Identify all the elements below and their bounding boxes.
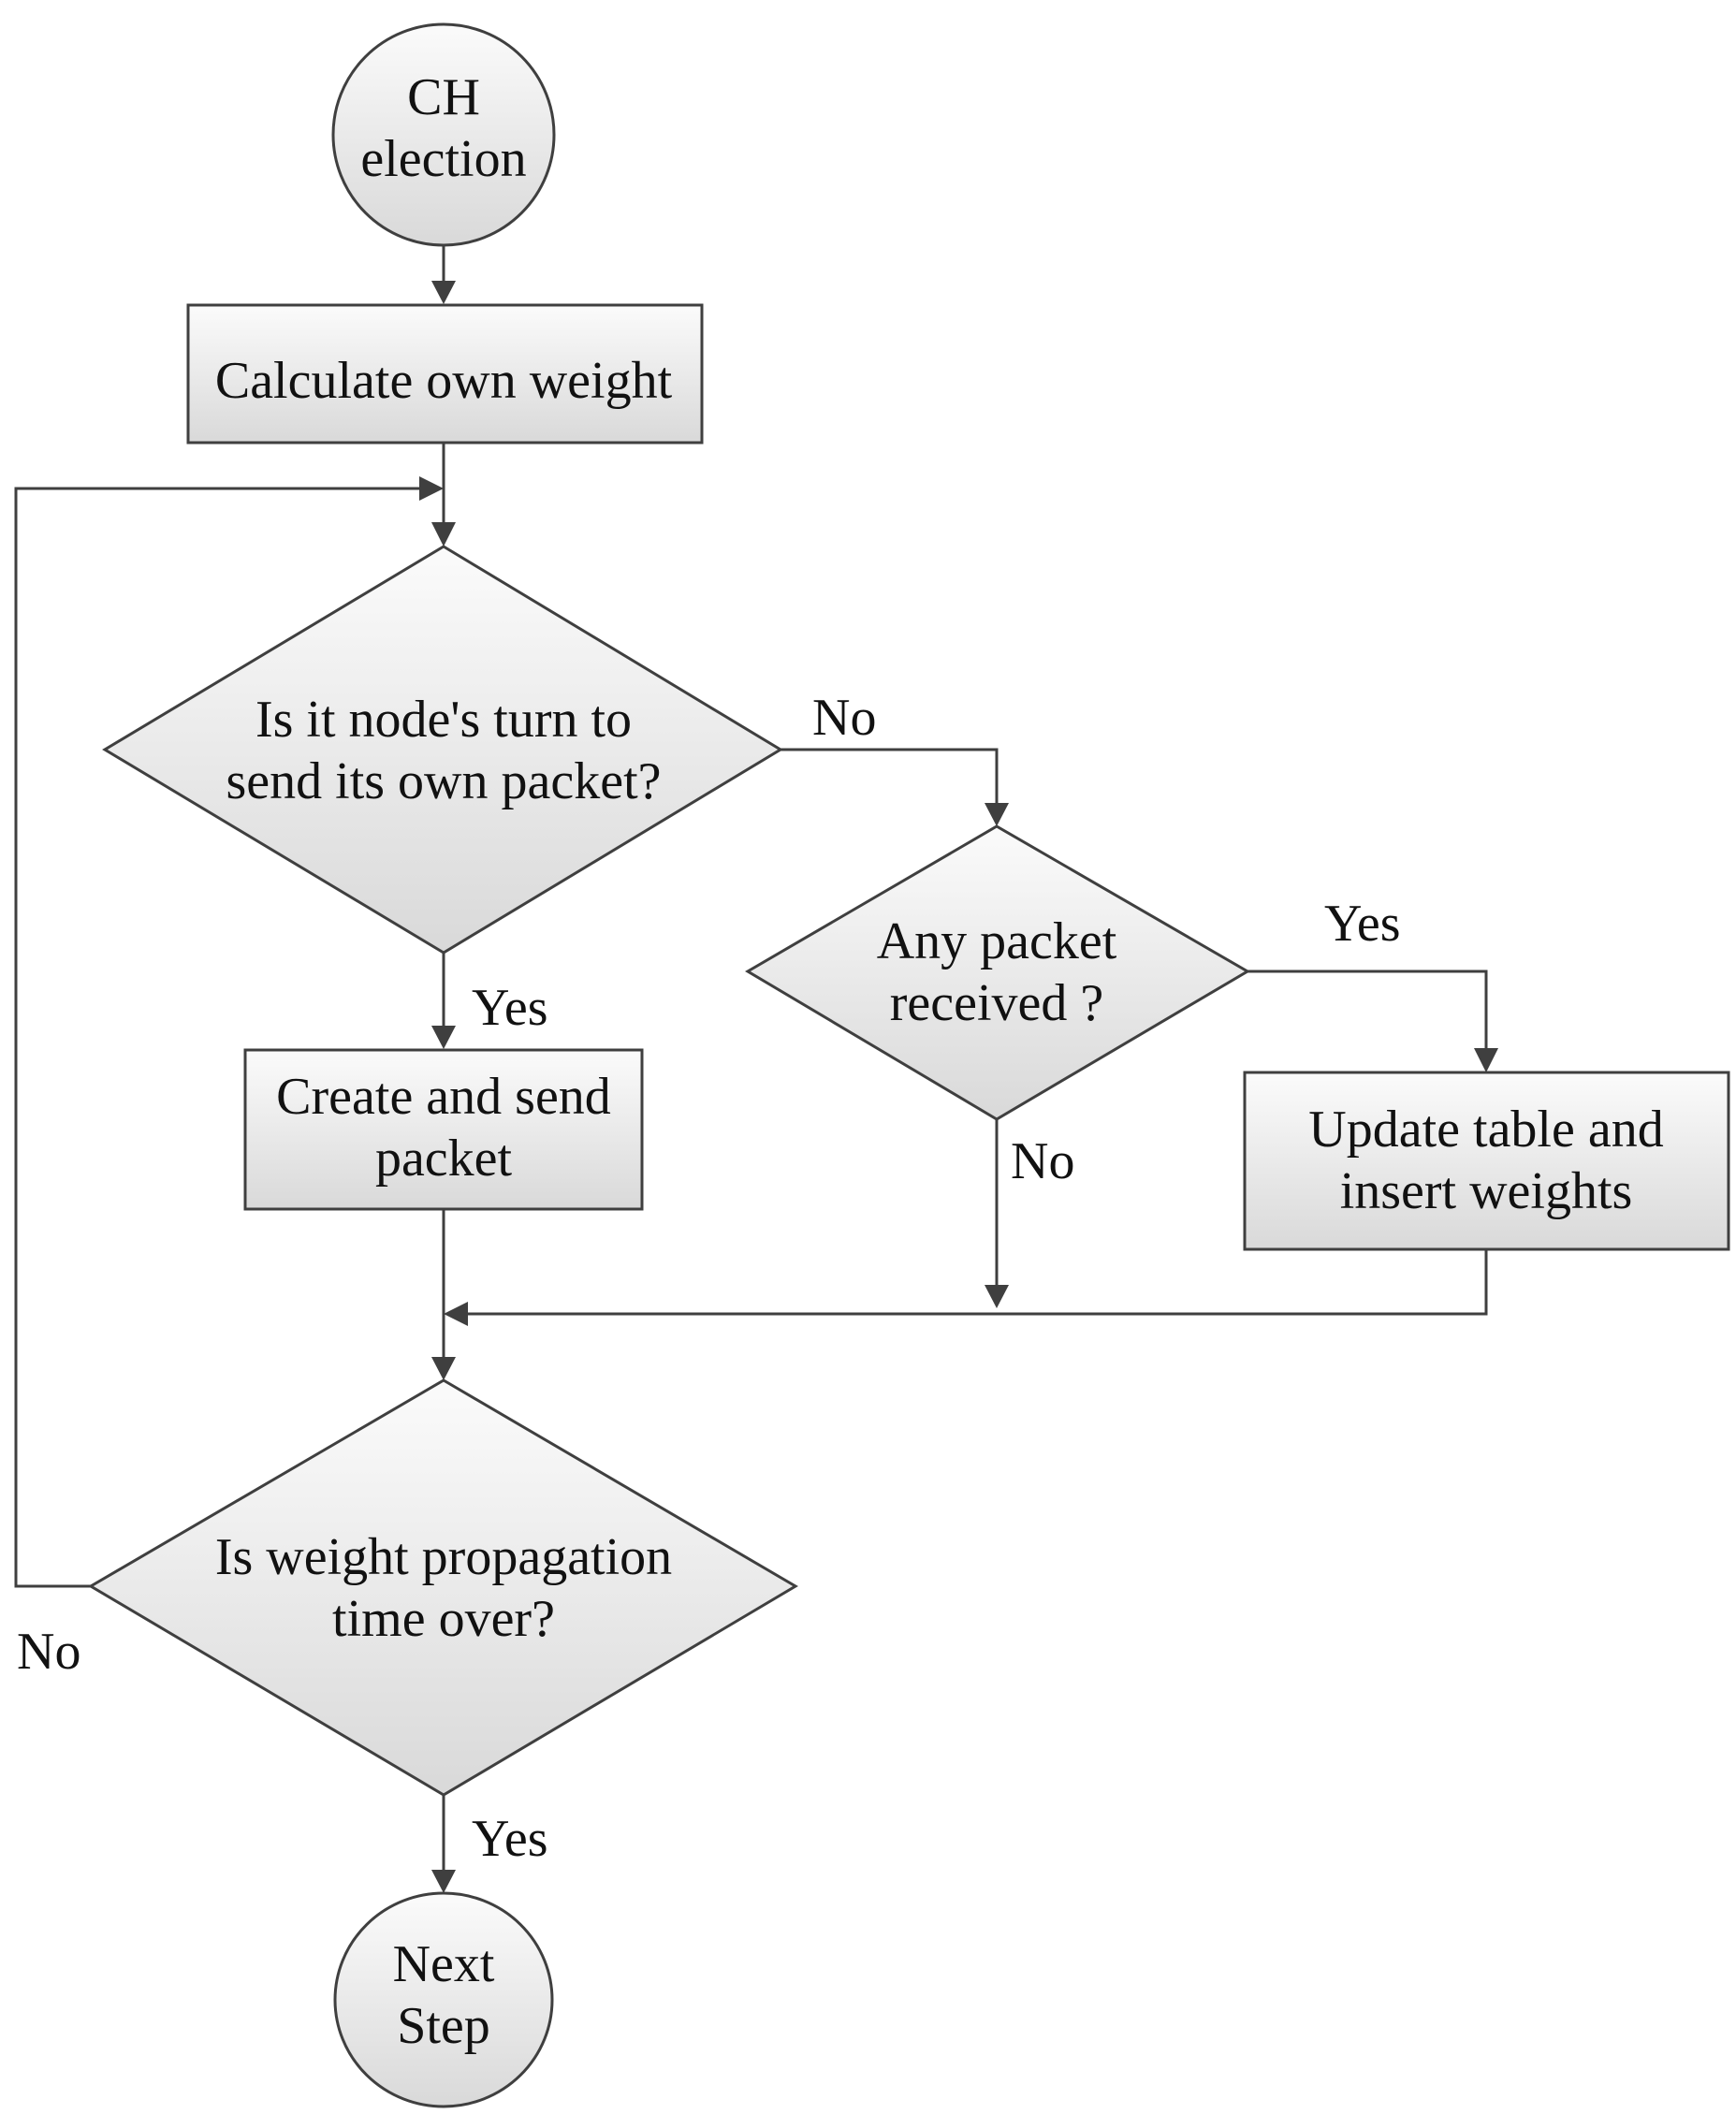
create-send-line1: Create and send: [276, 1068, 611, 1126]
start-terminal-circle: [331, 22, 556, 247]
time-decision-line2: time over?: [332, 1590, 555, 1648]
label-time-yes: Yes: [472, 1810, 547, 1868]
arrowhead-turn-decision: [431, 522, 456, 547]
edge-update-to-merge: [466, 1249, 1488, 1316]
update-table-box: [1243, 1071, 1730, 1251]
received-decision-line1: Any packet: [877, 912, 1117, 970]
arrowhead-received-no: [985, 1285, 1009, 1308]
update-table-line2: insert weights: [1340, 1162, 1633, 1220]
node-update-table: Update table and insert weights: [1243, 1071, 1730, 1251]
arrowhead-create-send: [431, 1026, 456, 1049]
create-send-line2: packet: [375, 1130, 513, 1188]
create-send-box: [243, 1048, 644, 1211]
end-terminal-circle: [333, 1891, 554, 2108]
arrowhead-loop-back: [419, 476, 444, 501]
turn-decision-line1: Is it node's turn to: [255, 691, 632, 749]
turn-decision-line2: send its own packet?: [226, 752, 662, 810]
edge-labels: No Yes Yes No No Yes: [17, 689, 1400, 1868]
update-table-line1: Update table and: [1308, 1101, 1663, 1159]
end-label-line1: Next: [393, 1935, 495, 1993]
time-decision-line1: Is weight propagation: [215, 1528, 672, 1586]
arrowhead-merge: [444, 1302, 468, 1326]
node-start: CH election: [331, 22, 556, 247]
node-calculate-weight: Calculate own weight: [186, 303, 704, 445]
calculate-weight-label: Calculate own weight: [215, 352, 673, 410]
arrowhead-end: [431, 1870, 456, 1893]
edges: [14, 245, 1498, 1893]
node-end: Next Step: [333, 1891, 554, 2108]
arrowhead-update-table: [1474, 1048, 1498, 1072]
received-decision-line2: received ?: [890, 974, 1103, 1032]
label-received-no: No: [1011, 1132, 1074, 1190]
label-turn-yes: Yes: [472, 979, 547, 1037]
label-received-yes: Yes: [1324, 895, 1400, 953]
time-decision-diamond: [88, 1378, 798, 1797]
label-time-no: No: [17, 1623, 80, 1681]
edge-time-no-loop-back: [14, 487, 421, 1588]
arrowhead-time-decision: [431, 1357, 456, 1380]
calculate-weight-box: [186, 303, 704, 445]
node-time-decision: Is weight propagation time over?: [88, 1378, 798, 1797]
turn-decision-diamond: [102, 545, 783, 955]
node-received-decision: Any packet received ?: [745, 824, 1250, 1121]
label-turn-no: No: [812, 689, 876, 747]
received-decision-diamond: [745, 824, 1250, 1121]
arrowhead-received-decision: [985, 803, 1009, 826]
node-create-send: Create and send packet: [243, 1048, 644, 1211]
node-turn-decision: Is it node's turn to send its own packet…: [102, 545, 783, 955]
edge-turn-no-to-received: [780, 748, 999, 805]
start-label-line1: CH: [407, 68, 480, 126]
start-label-line2: election: [360, 130, 526, 188]
arrowhead-calculate: [431, 281, 456, 304]
end-label-line2: Step: [397, 1997, 490, 2055]
edge-received-yes-to-update: [1247, 970, 1488, 1050]
